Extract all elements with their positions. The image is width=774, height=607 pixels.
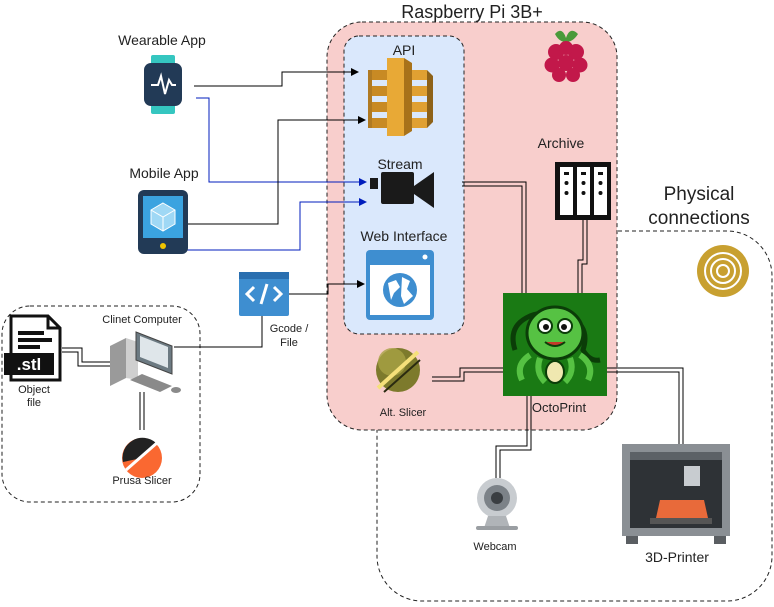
physical-connections-title: Physical connections	[648, 184, 750, 229]
archive-label: Archive	[537, 135, 585, 151]
gcode-label: Gcode / File	[269, 323, 309, 349]
archive-to-octoprint-line	[577, 220, 584, 294]
stl-file-icon: .stl	[4, 314, 62, 382]
gcode-to-web-arrow	[289, 280, 365, 295]
mobile-icon	[138, 190, 188, 254]
object-file-label: Object file	[18, 384, 50, 409]
target-icon	[697, 245, 749, 297]
wearable-to-api-arrow	[194, 68, 359, 87]
client-computer-group	[1, 305, 201, 503]
mobile-to-api-arrow	[186, 116, 366, 225]
web-interface-label: Web Interface	[360, 228, 448, 244]
octoprint-to-printer-line	[607, 367, 684, 444]
octoprint-to-webcam-line	[499, 396, 532, 478]
desktop-computer-icon	[110, 331, 181, 393]
octoprint-label: OctoPrint	[531, 400, 587, 415]
web-browser-icon	[366, 250, 434, 320]
mobile-to-stream-arrow	[186, 198, 367, 251]
svg-text:.stl: .stl	[17, 355, 42, 374]
connectors	[62, 68, 684, 478]
alt-slicer-label: Alt. Slicer	[379, 407, 427, 419]
prusa-slicer-label: Prusa Slicer	[112, 475, 172, 487]
code-file-icon	[239, 272, 289, 316]
stream-to-octoprint-line	[462, 181, 527, 294]
printer-3d-icon	[622, 444, 730, 544]
api-gateway-icon	[368, 58, 433, 136]
webcam-icon	[476, 478, 518, 530]
octopus-icon	[503, 293, 607, 396]
prusa-slicer-icon	[122, 437, 162, 478]
server-rack-icon	[555, 162, 611, 220]
raspberry-pi-title: Raspberry Pi 3B+	[401, 2, 543, 22]
mobile-app-label: Mobile App	[129, 165, 199, 181]
wearable-app-label: Wearable App	[118, 32, 206, 48]
client-to-gcode-line	[174, 316, 263, 348]
api-label: API	[392, 42, 416, 58]
3d-printer-label: 3D-Printer	[645, 549, 709, 565]
stream-label: Stream	[377, 156, 423, 172]
wearable-to-stream-arrow	[196, 97, 367, 186]
video-camera-icon	[370, 172, 434, 208]
alt-slicer-to-octoprint-line	[432, 367, 504, 378]
webcam-label: Webcam	[473, 541, 517, 553]
slicer-ball-icon	[376, 348, 421, 393]
client-computer-label: Clinet Computer	[102, 314, 182, 326]
raspberry-icon	[544, 30, 588, 82]
watch-icon	[144, 55, 182, 114]
stl-to-client-line	[62, 347, 110, 363]
